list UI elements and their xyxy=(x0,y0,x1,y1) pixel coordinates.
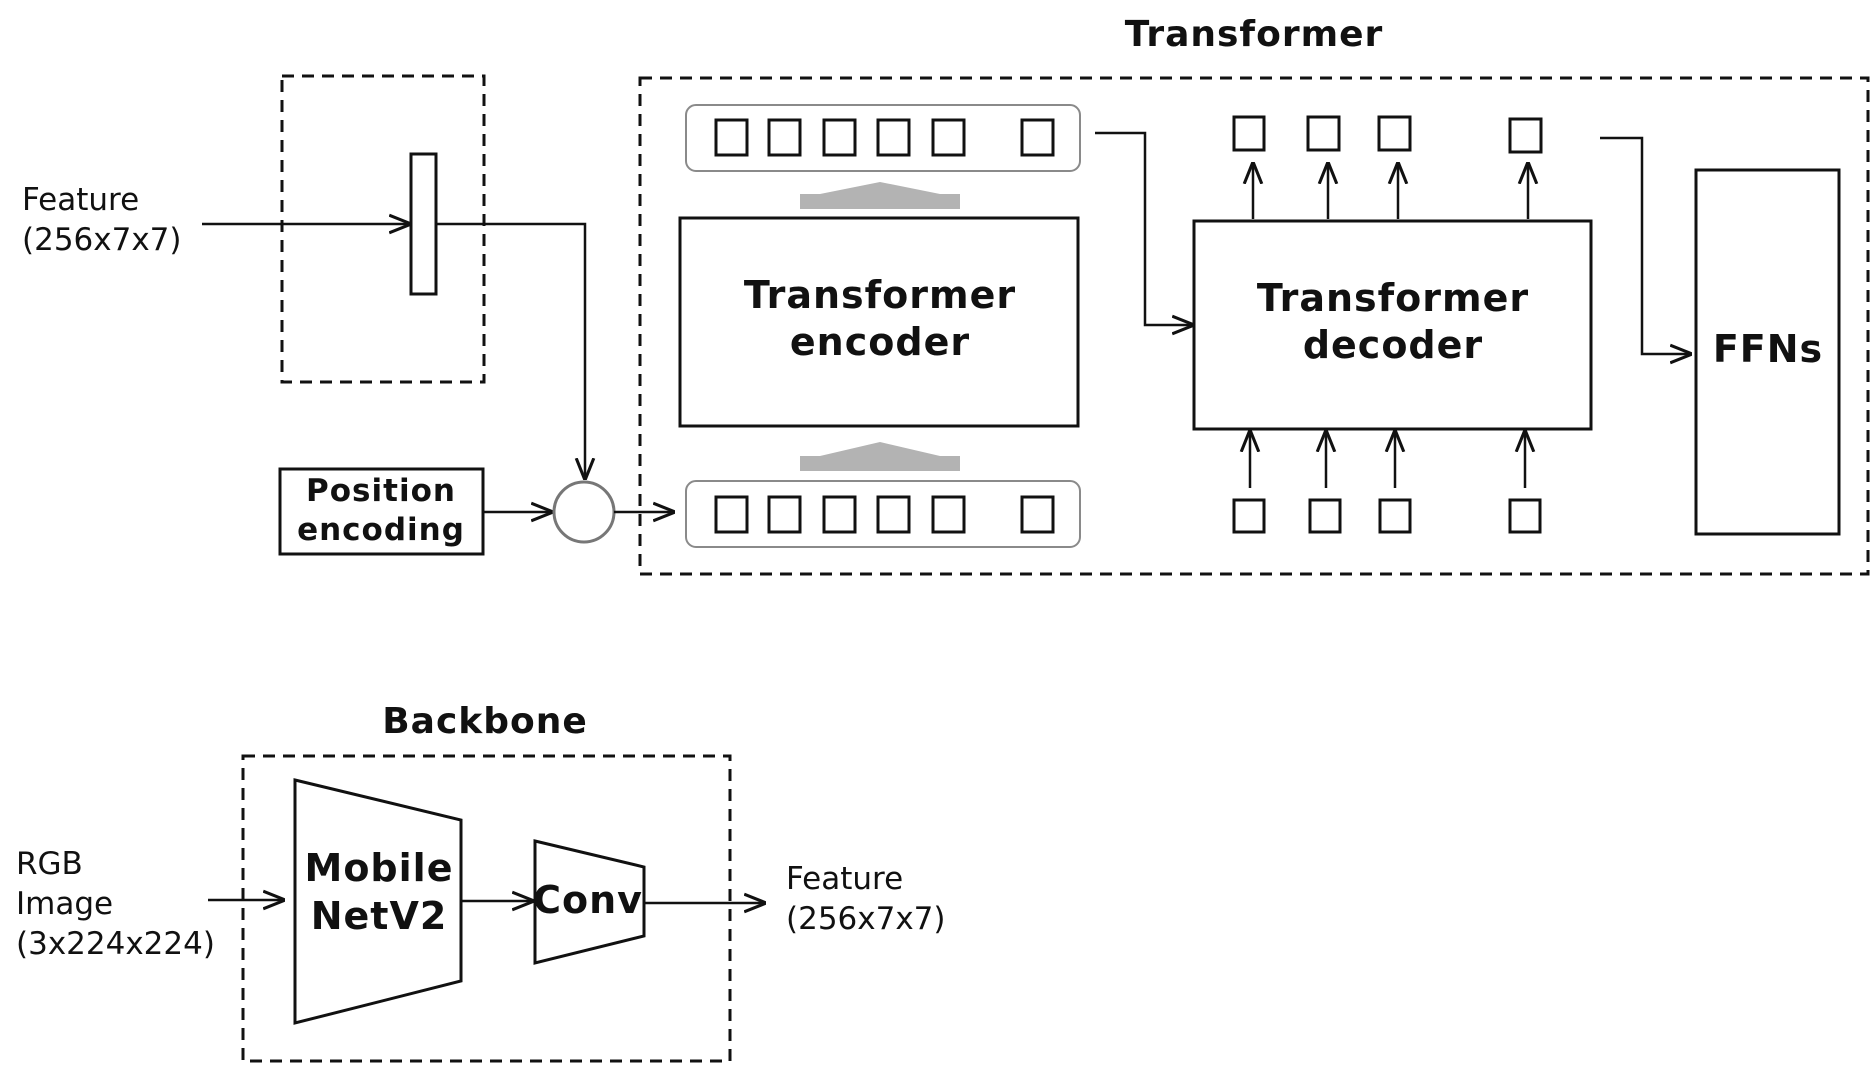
rgb-label-line3: (3x224x224) xyxy=(16,926,215,962)
backbone-title: Backbone xyxy=(382,701,588,742)
transformer-encoder-box xyxy=(678,216,1080,428)
output-token xyxy=(1377,115,1412,152)
flatten-bar xyxy=(409,152,438,296)
decoder-output-tokens xyxy=(1232,115,1543,219)
output-token xyxy=(1306,115,1341,152)
token xyxy=(876,495,911,534)
token xyxy=(931,495,966,534)
output-token xyxy=(1508,117,1543,154)
token xyxy=(876,118,911,157)
decoder-to-ffns-arrow xyxy=(1600,136,1690,354)
token xyxy=(1020,495,1055,534)
position-encoding-line1: Position xyxy=(306,473,456,509)
rgb-label-line2: Image xyxy=(16,886,113,922)
transformer-decoder-line1: Transformer xyxy=(1257,276,1529,320)
ffns-label: FFNs xyxy=(1713,327,1823,371)
rgb-label-line1: RGB xyxy=(16,846,83,882)
token xyxy=(714,118,749,157)
query-arrows xyxy=(1250,432,1525,488)
position-encoding-line2: encoding xyxy=(297,512,465,548)
input-feature-label: Feature xyxy=(22,182,139,218)
transformer-decoder-line2: decoder xyxy=(1303,323,1483,367)
encoder-input-tokens xyxy=(714,495,1055,534)
mobilenetv2-line1: Mobile xyxy=(305,846,454,890)
mobilenetv2-block xyxy=(293,778,463,1025)
backbone-container xyxy=(241,754,732,1063)
transformer-encoder-line1: Transformer xyxy=(744,273,1016,317)
encoder-to-decoder-arrow xyxy=(1095,131,1192,325)
token xyxy=(714,495,749,534)
token xyxy=(1020,118,1055,157)
flatten-container xyxy=(280,74,486,384)
position-encoding-box xyxy=(278,467,485,556)
input-feature-shape: (256x7x7) xyxy=(22,222,182,258)
token xyxy=(822,118,857,157)
query-token xyxy=(1232,498,1266,534)
ffns-box xyxy=(1694,168,1841,536)
mobilenetv2-line2: NetV2 xyxy=(311,894,448,938)
transformer-title: Transformer xyxy=(1125,14,1384,55)
decoder-query-tokens xyxy=(1232,498,1542,534)
token xyxy=(822,495,857,534)
flatten-to-add-arrow xyxy=(436,222,585,478)
query-token xyxy=(1378,498,1412,534)
transformer-container xyxy=(638,76,1870,576)
token xyxy=(931,118,966,157)
output-token xyxy=(1232,115,1266,152)
transformer-decoder-box xyxy=(1192,219,1593,431)
encoder-output-tokens xyxy=(714,118,1055,157)
add-node xyxy=(552,480,616,544)
conv-label: Conv xyxy=(533,878,643,922)
query-token xyxy=(1508,498,1542,534)
token xyxy=(767,495,802,534)
token xyxy=(767,118,802,157)
output-feature-shape: (256x7x7) xyxy=(786,901,946,937)
encoder-output-flow-arrow xyxy=(800,182,960,209)
query-token xyxy=(1308,498,1342,534)
encoder-input-flow-arrow xyxy=(800,442,960,471)
conv-block xyxy=(533,839,646,965)
transformer-encoder-line2: encoder xyxy=(790,320,970,364)
output-feature-label: Feature xyxy=(786,861,903,897)
